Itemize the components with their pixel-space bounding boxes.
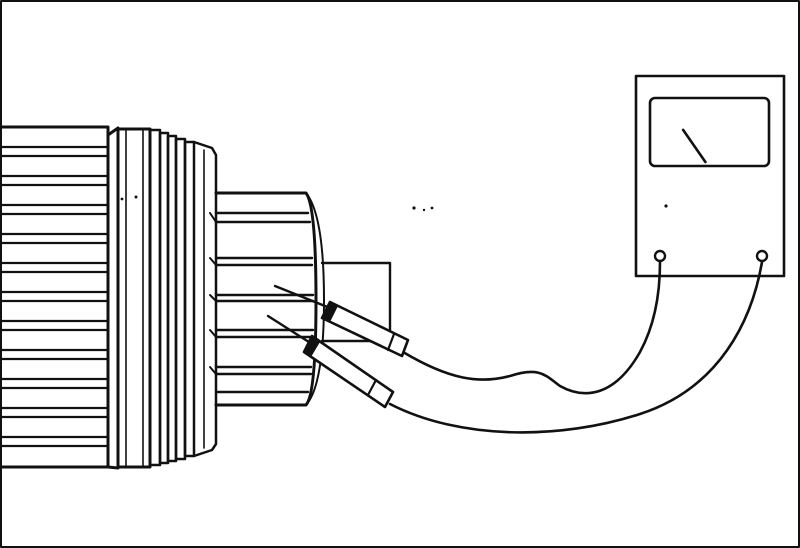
probe-upper xyxy=(273,284,410,358)
armature-shaft xyxy=(320,261,392,343)
commutator xyxy=(209,191,325,407)
commutator-risers xyxy=(148,128,218,467)
armature-drum xyxy=(0,125,110,469)
armature-end-ring xyxy=(106,126,152,470)
meter-needle xyxy=(681,128,707,164)
lead-wire-upper xyxy=(401,260,662,395)
meter-mark xyxy=(664,204,668,208)
armature-slots xyxy=(0,145,110,448)
scan-specks xyxy=(120,197,434,212)
probe-lower xyxy=(266,314,395,409)
test-leads xyxy=(388,260,764,434)
meter-dial xyxy=(648,96,771,168)
analog-meter xyxy=(634,74,786,278)
test-probes xyxy=(266,284,410,409)
meter-terminal-right xyxy=(755,249,769,263)
meter-terminal-left xyxy=(653,249,667,263)
armature-outline xyxy=(0,125,110,469)
meter-case xyxy=(634,74,786,278)
lead-wire-lower xyxy=(388,260,764,434)
